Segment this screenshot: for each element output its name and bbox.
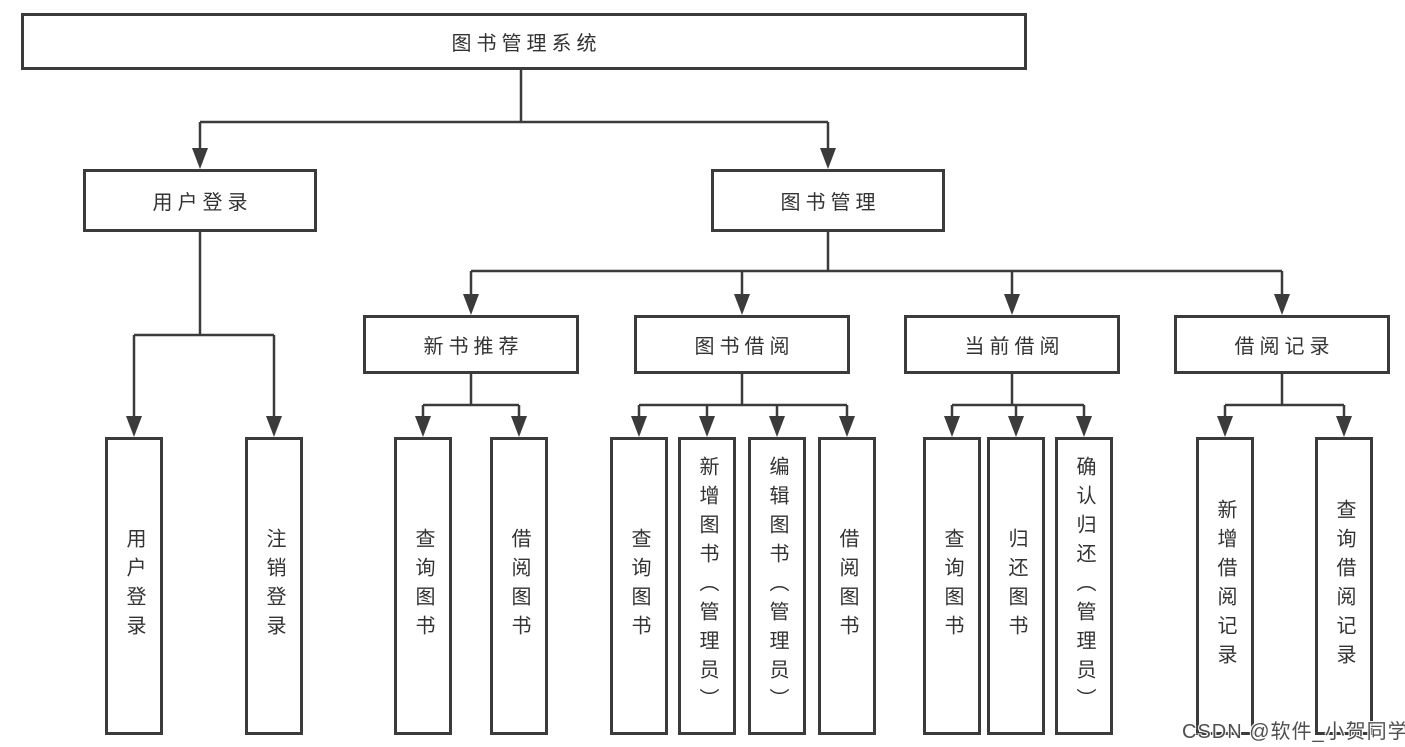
csdn-watermark: CSDN @软件_小贺同学 [1182, 721, 1405, 743]
leaf-query-borrow-record-label: 查询借阅记录 [1333, 499, 1355, 673]
node-user-login: 用户登录 [83, 169, 317, 232]
leaf-add-book-admin-label: 新增图书（管理员） [696, 455, 718, 717]
node-book-borrow: 图书借阅 [634, 315, 850, 374]
node-root-label: 图书管理系统 [451, 33, 602, 55]
leaf-logout-label: 注销登录 [263, 528, 285, 644]
node-book-borrow-label: 图书借阅 [694, 336, 795, 358]
leaf-confirm-return-admin: 确认归还（管理员） [1055, 437, 1113, 735]
leaf-borrow-book: 借阅图书 [818, 437, 876, 735]
leaf-query-book-recommend: 查询图书 [394, 437, 452, 735]
leaf-return-book: 归还图书 [987, 437, 1045, 735]
leaf-confirm-return-admin-label: 确认归还（管理员） [1073, 455, 1095, 717]
leaf-add-book-admin: 新增图书（管理员） [678, 437, 736, 735]
edge-book-mgmt-to-children [463, 232, 1290, 315]
leaf-query-book-borrow: 查询图书 [610, 437, 668, 735]
edge-current-borrow-to-children [944, 374, 1092, 437]
node-book-mgmt: 图书管理 [711, 169, 945, 232]
leaf-query-borrow-record: 查询借阅记录 [1315, 437, 1373, 735]
node-new-book-rec: 新书推荐 [363, 315, 579, 374]
node-borrow-records: 借阅记录 [1174, 315, 1390, 374]
node-current-borrow: 当前借阅 [904, 315, 1120, 374]
node-user-login-label: 用户登录 [152, 192, 253, 214]
leaf-user-login: 用户登录 [105, 437, 163, 735]
leaf-edit-book-admin-label: 编辑图书（管理员） [766, 455, 788, 717]
leaf-query-book-recommend-label: 查询图书 [412, 528, 434, 644]
leaf-user-login-label: 用户登录 [123, 528, 145, 644]
node-new-book-rec-label: 新书推荐 [423, 336, 524, 358]
leaf-borrow-book-recommend-label: 借阅图书 [508, 528, 530, 644]
leaf-borrow-book-label: 借阅图书 [836, 528, 858, 644]
leaf-edit-book-admin: 编辑图书（管理员） [748, 437, 806, 735]
leaf-logout: 注销登录 [245, 437, 303, 735]
leaf-return-book-label: 归还图书 [1005, 528, 1027, 644]
leaf-add-borrow-record: 新增借阅记录 [1196, 437, 1254, 735]
node-borrow-records-label: 借阅记录 [1234, 336, 1335, 358]
edge-new-book-rec-to-children [415, 374, 527, 437]
node-root: 图书管理系统 [21, 13, 1027, 70]
leaf-query-book-current: 查询图书 [923, 437, 981, 735]
node-current-borrow-label: 当前借阅 [964, 336, 1065, 358]
edge-user-login-to-children [126, 232, 282, 437]
leaf-query-book-current-label: 查询图书 [941, 528, 963, 644]
leaf-query-book-borrow-label: 查询图书 [628, 528, 650, 644]
node-book-mgmt-label: 图书管理 [780, 192, 881, 214]
edge-root-to-children [192, 70, 836, 169]
leaf-add-borrow-record-label: 新增借阅记录 [1214, 499, 1236, 673]
leaf-borrow-book-recommend: 借阅图书 [490, 437, 548, 735]
edge-book-borrow-to-children [631, 374, 855, 437]
edge-borrow-records-to-children [1217, 374, 1352, 437]
